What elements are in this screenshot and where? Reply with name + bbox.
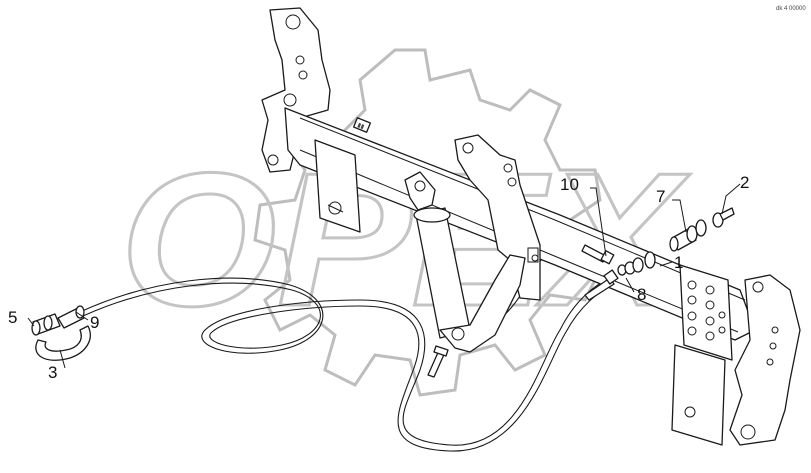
leader-lines — [27, 183, 741, 369]
corner-code: dk 4 00000 — [776, 6, 806, 12]
callout-9: 9 — [90, 313, 99, 332]
callout-labels: 5 9 3 10 7 2 1 8 — [8, 173, 749, 382]
dust-cap-strap-3 — [35, 325, 91, 361]
bolt-lower-left — [427, 345, 449, 378]
quick-coupler-7 — [669, 225, 698, 252]
callout-7: 7 — [656, 187, 665, 206]
lower-plate — [671, 344, 726, 446]
callout-2: 2 — [740, 173, 749, 192]
watermark-gear-icon — [253, 48, 602, 397]
perforated-plate — [679, 264, 733, 361]
dust-cap-2 — [712, 207, 735, 228]
o-ring-seal — [644, 251, 656, 269]
callout-10: 10 — [560, 175, 579, 194]
svg-text:▮▮: ▮▮ — [356, 123, 364, 131]
bolt-upper — [581, 244, 615, 265]
beam-plate-left — [314, 139, 361, 233]
callout-8: 8 — [637, 285, 646, 304]
hose-end-coupler-5 — [31, 313, 61, 336]
callout-1: 1 — [674, 253, 683, 272]
fitting-9 — [57, 305, 85, 329]
hydraulic-cylinder — [404, 171, 526, 353]
bolt-center — [584, 269, 619, 301]
callout-3: 3 — [48, 363, 57, 382]
callout-5: 5 — [8, 308, 17, 327]
right-mounting-bracket — [729, 274, 801, 446]
seal-ring — [695, 219, 707, 237]
left-mounting-bracket — [261, 7, 331, 173]
fitting-washer-8 — [617, 257, 644, 276]
